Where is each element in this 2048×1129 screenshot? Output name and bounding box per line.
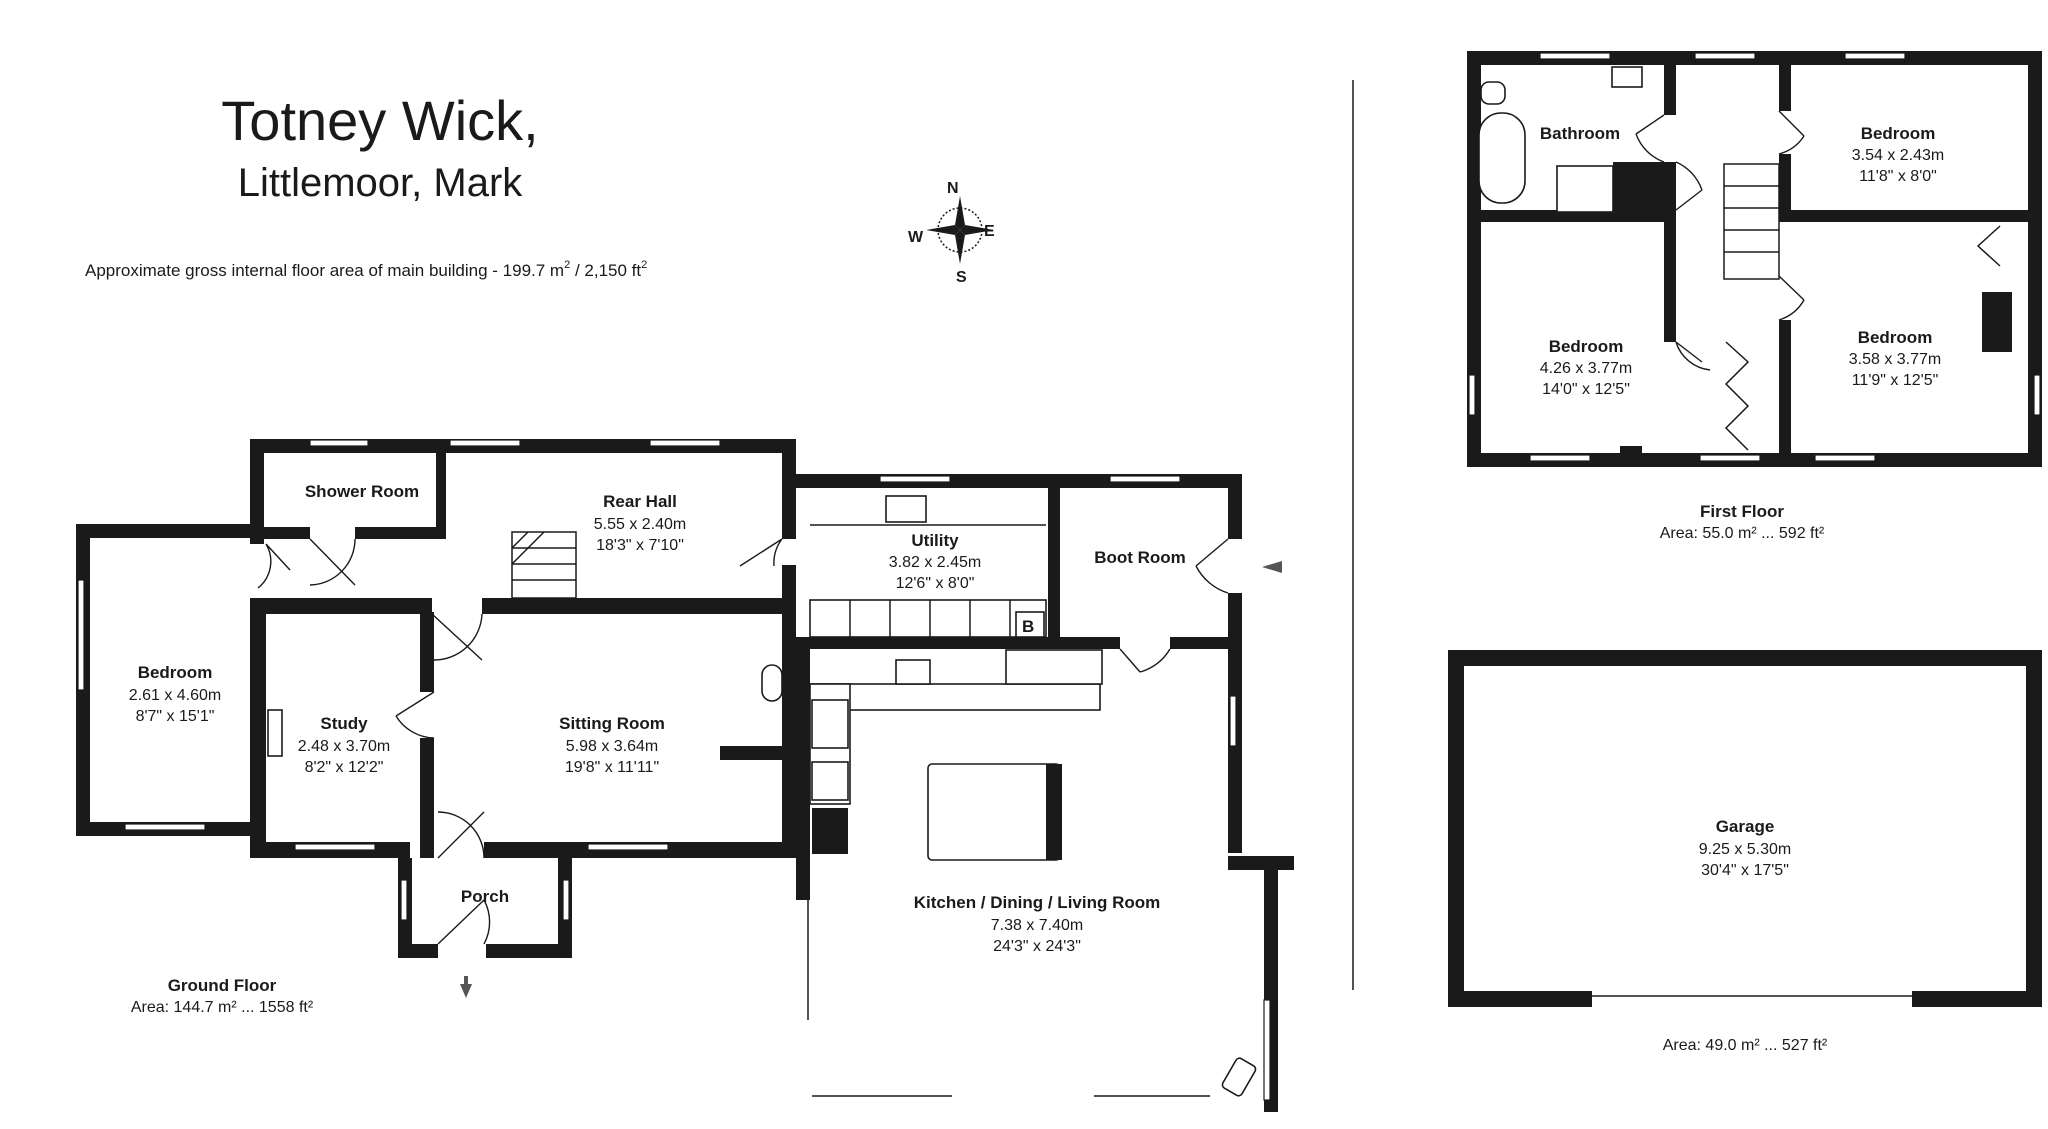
ground-floor-plan: B: [76, 439, 1294, 1112]
study-label: Study: [320, 714, 368, 733]
first-floor-plan: [1467, 51, 2042, 467]
compass-s: S: [956, 269, 967, 286]
garage-label: Garage: [1716, 817, 1775, 836]
bedroom-sw-imperial: 14'0" x 12'5": [1542, 381, 1630, 398]
bedroom-ground-metric: 2.61 x 4.60m: [129, 687, 222, 704]
kitchen-label: Kitchen / Dining / Living Room: [914, 893, 1161, 912]
bedroom-ground-label: Bedroom: [138, 663, 213, 682]
boiler-label: B: [1022, 617, 1034, 636]
utility-label: Utility: [911, 531, 959, 550]
first-floor-area: Area: 55.0 m² ... 592 ft²: [1660, 525, 1825, 542]
sitting-room-metric: 5.98 x 3.64m: [566, 738, 659, 755]
sitting-room-imperial: 19'8" x 11'11": [565, 759, 659, 776]
bedroom-ne-imperial: 11'8" x 8'0": [1859, 168, 1937, 185]
utility-metric: 3.82 x 2.45m: [889, 554, 982, 571]
bedroom-ne-label: Bedroom: [1861, 124, 1936, 143]
sitting-room-label: Sitting Room: [559, 714, 665, 733]
kitchen-imperial: 24'3" x 24'3": [993, 938, 1081, 955]
bedroom-ne-metric: 3.54 x 2.43m: [1852, 147, 1945, 164]
bedroom-se-imperial: 11'9" x 12'5": [1852, 372, 1939, 389]
garage-plan: Garage 9.25 x 5.30m 30'4" x 17'5" Area: …: [1448, 650, 2042, 1054]
bedroom-se-label: Bedroom: [1858, 328, 1933, 347]
property-name: Totney Wick,: [221, 89, 538, 152]
bedroom-se-metric: 3.58 x 3.77m: [1849, 351, 1942, 368]
boot-room-label: Boot Room: [1094, 548, 1186, 567]
garage-area: Area: 49.0 m² ... 527 ft²: [1663, 1037, 1828, 1054]
first-floor-labels: Bathroom Bedroom 3.54 x 2.43m 11'8" x 8'…: [1540, 124, 1945, 542]
ground-floor-doors: [257, 538, 1282, 945]
study-imperial: 8'2" x 12'2": [305, 759, 384, 776]
garage-imperial: 30'4" x 17'5": [1701, 862, 1789, 879]
rear-hall-label: Rear Hall: [603, 492, 677, 511]
ground-floor-area: Area: 144.7 m² ... 1558 ft²: [131, 999, 314, 1016]
porch-label: Porch: [461, 887, 509, 906]
first-floor-title: First Floor: [1700, 502, 1784, 521]
garage-metric: 9.25 x 5.30m: [1699, 841, 1792, 858]
study-metric: 2.48 x 3.70m: [298, 738, 391, 755]
compass-north-arrow: [955, 196, 965, 230]
bedroom-sw-label: Bedroom: [1549, 337, 1624, 356]
utility-imperial: 12'6" x 8'0": [896, 575, 975, 592]
bedroom-ground-imperial: 8'7" x 15'1": [136, 708, 215, 725]
compass-e: E: [984, 223, 995, 240]
bedroom-sw-metric: 4.26 x 3.77m: [1540, 360, 1633, 377]
bathroom-label: Bathroom: [1540, 124, 1620, 143]
rear-hall-metric: 5.55 x 2.40m: [594, 516, 687, 533]
rear-hall-imperial: 18'3" x 7'10": [596, 537, 684, 554]
compass-n: N: [947, 180, 959, 197]
compass-rose: N E S W: [908, 180, 995, 286]
kitchen-metric: 7.38 x 7.40m: [991, 917, 1084, 934]
title-block: Totney Wick, Littlemoor, Mark Approximat…: [85, 89, 647, 280]
gross-area-label: Approximate gross internal floor area of…: [85, 259, 647, 280]
property-location: Littlemoor, Mark: [238, 161, 524, 205]
first-floor-doors: [1635, 110, 2001, 451]
compass-w: W: [908, 229, 924, 246]
ground-floor-title: Ground Floor: [168, 976, 277, 995]
shower-room-label: Shower Room: [305, 482, 419, 501]
ground-floor-labels: Shower Room Rear Hall 5.55 x 2.40m 18'3"…: [129, 482, 1186, 1016]
